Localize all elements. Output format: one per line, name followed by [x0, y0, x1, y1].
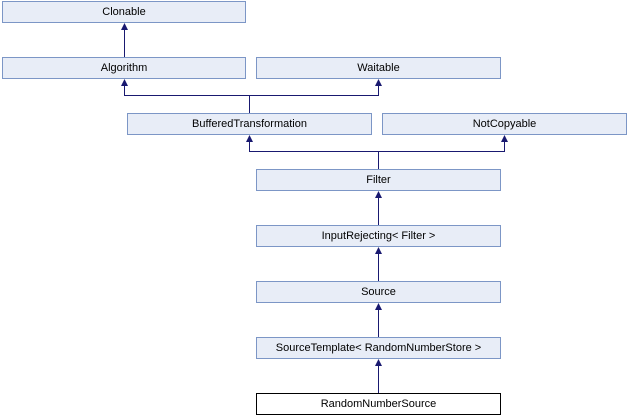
class-node-inputrejecting-filter[interactable]: InputRejecting< Filter >	[256, 225, 501, 247]
class-node-clonable[interactable]: Clonable	[2, 1, 246, 23]
arrow-randomnumbersource-to-sourcetemplate	[375, 359, 382, 393]
class-node-sourcetemplate-randomnumberstore[interactable]: SourceTemplate< RandomNumberStore >	[256, 337, 501, 359]
class-node-waitable[interactable]: Waitable	[256, 57, 501, 79]
arrow-buffered-to-algorithm-and-waitable	[121, 79, 382, 113]
class-node-bufferedtransformation[interactable]: BufferedTransformation	[127, 113, 372, 135]
class-node-algorithm[interactable]: Algorithm	[2, 57, 246, 79]
arrow-algorithm-to-clonable	[121, 23, 128, 57]
arrow-sourcetemplate-to-source	[375, 303, 382, 337]
arrow-source-to-inputrejecting	[375, 247, 382, 281]
arrow-filter-to-buffered-and-notcopyable	[246, 135, 508, 169]
class-node-source[interactable]: Source	[256, 281, 501, 303]
class-node-notcopyable[interactable]: NotCopyable	[382, 113, 627, 135]
arrow-inputrejecting-to-filter	[375, 191, 382, 225]
class-node-randomnumbersource-current: RandomNumberSource	[256, 393, 501, 415]
class-node-filter[interactable]: Filter	[256, 169, 501, 191]
